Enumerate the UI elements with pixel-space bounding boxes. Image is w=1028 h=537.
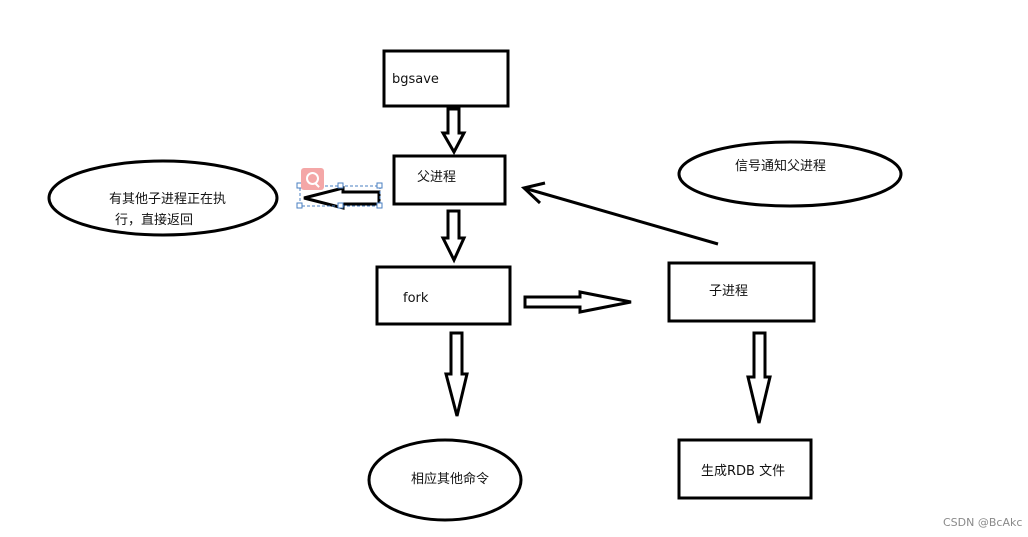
parent-process-label: 父进程 (417, 170, 457, 185)
fork-label: fork (403, 291, 429, 306)
bgsave-label: bgsave (392, 72, 439, 87)
busy-ellipse (47, 159, 279, 237)
bgsave-box (382, 49, 510, 108)
fork-to-other-command-arrow (444, 331, 469, 417)
other-command-label: 相应其他命令 (411, 472, 490, 487)
fork-box (375, 265, 512, 326)
watermark: CSDN @BcAkc (943, 516, 1023, 529)
parent-to-busy-arrow (303, 186, 381, 210)
parent-to-fork-arrow (440, 209, 467, 264)
signal-ellipse (677, 140, 903, 208)
parent-process-box (392, 154, 507, 206)
child-to-rdb-arrow (746, 331, 772, 424)
search-icon[interactable] (301, 168, 324, 190)
other-command-ellipse (367, 438, 523, 522)
rdb-file-label: 生成RDB 文件 (701, 464, 786, 479)
bgsave-to-parent-arrow (440, 107, 467, 156)
signal-label: 信号通知父进程 (735, 159, 827, 174)
child-process-box (667, 261, 816, 323)
busy-label-line1: 有其他子进程正在执 (109, 192, 227, 207)
busy-label-line2: 行，直接返回 (115, 213, 194, 228)
fork-to-child-arrow (523, 290, 632, 314)
selection-box (296, 182, 383, 209)
child-process-label: 子进程 (709, 284, 749, 299)
signal-arrow-shaft (523, 186, 719, 246)
rdb-file-box (677, 438, 813, 500)
signal-arrow-head (520, 181, 546, 205)
